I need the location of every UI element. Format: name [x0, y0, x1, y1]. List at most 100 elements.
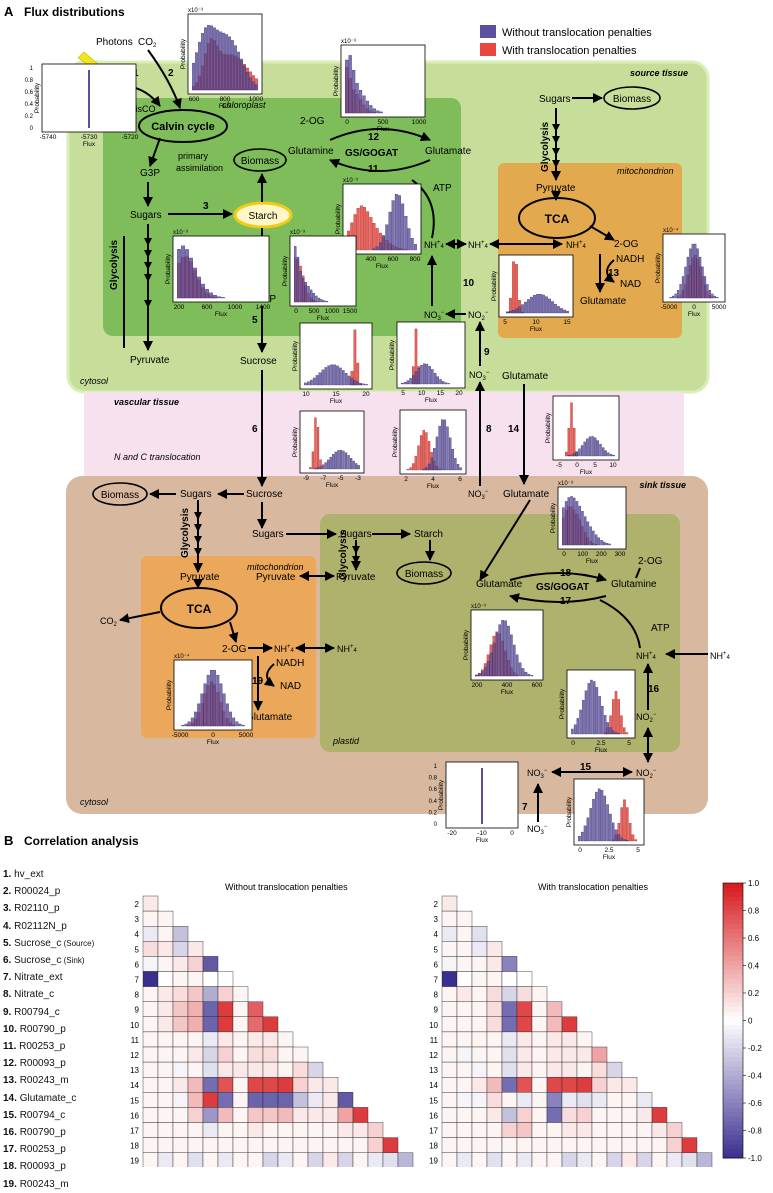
histogram-bar-without [243, 65, 246, 91]
histogram-bar-without [447, 383, 450, 385]
heatmap-cell [591, 1076, 608, 1093]
colorbar-segment [723, 1112, 743, 1118]
heatmap-cell [217, 1046, 234, 1063]
heatmap-cell [501, 986, 518, 1002]
histogram-bar-without [355, 463, 358, 470]
colorbar-segment [723, 905, 743, 911]
histogram-xtick: 1000 [412, 119, 427, 126]
heatmap-cell [232, 1107, 249, 1123]
histogram-bar-without [524, 671, 528, 677]
no2-plastid-label: NO2− [636, 712, 657, 724]
histogram-bar-without [605, 543, 609, 546]
histogram-ylabel: Probability [165, 253, 172, 284]
histogram-scale: x10⁻³ [173, 230, 188, 236]
colorbar-segment [723, 1029, 743, 1035]
sugars-plastid-label: Sugars [340, 529, 372, 540]
heatmap-cell [232, 1152, 249, 1168]
histogram-bar-without [372, 248, 376, 251]
heatmap-cell [277, 1137, 294, 1153]
glycolysis-plastid-label: Glycolysis [338, 530, 349, 580]
histogram-bar-without [583, 516, 587, 546]
heatmap-cell [606, 1092, 623, 1108]
heatmap-cell [561, 1016, 578, 1033]
heatmap-cell [501, 1061, 518, 1078]
colorbar-segment [723, 1080, 743, 1086]
heatmap-row-label: 8 [434, 991, 439, 1000]
heatmap-cell [217, 971, 234, 987]
heatmap-cell [561, 1031, 578, 1048]
heatmap-cell [621, 1137, 638, 1153]
plastid-label: plastid [332, 736, 360, 746]
histogram-bar-without [442, 381, 445, 385]
histogram-bar-without [566, 310, 569, 314]
histogram-bar-without [379, 111, 383, 114]
heatmap-cell [142, 1107, 159, 1123]
heatmap-cell [486, 1061, 503, 1078]
histogram-bar-without [512, 310, 515, 314]
histogram-xtick: 6 [458, 476, 462, 483]
histogram-ylabel: Probability [550, 502, 557, 533]
heatmap-cell [247, 1001, 264, 1018]
histogram-xtick: 15 [437, 390, 445, 397]
histogram-bar-without [708, 289, 712, 299]
heatmap-cell [561, 1107, 578, 1123]
histogram-bar-with [634, 839, 638, 842]
nadh-source-label: NADH [616, 254, 644, 265]
nh4-plastid-label: NH+4 [636, 651, 657, 661]
histogram-bar-without [581, 511, 584, 546]
histogram-xtick: 2.5 [604, 847, 613, 854]
heatmap-cell [262, 1061, 279, 1078]
heatmap-cell [307, 1152, 324, 1168]
heatmap-cell [172, 971, 189, 987]
histogram-frame [470, 609, 544, 681]
histogram-xtick: -5000 [172, 732, 189, 739]
heatmap-cell [337, 1137, 354, 1153]
colorbar-segment [723, 1107, 743, 1113]
heatmap-cell [501, 1001, 518, 1018]
heatmap-cell [591, 1122, 608, 1138]
histogram-xtick: 800 [410, 256, 421, 263]
correlation-heatmap-without: 2345678910111213141516171819123456789101… [130, 895, 414, 1180]
heatmap-cell [486, 986, 503, 1002]
heatmap-cell [531, 1001, 548, 1018]
histogram-xtick: 1500 [343, 308, 358, 315]
histogram-bar-without [409, 378, 412, 385]
colorbar-segment [723, 1043, 743, 1049]
histogram-frame [172, 235, 270, 303]
chloroplast-label: chloroplast [222, 100, 266, 110]
histogram-frame [662, 233, 726, 303]
pyruvate-plastid-label: Pyruvate [336, 572, 376, 583]
heatmap-cell [157, 1107, 174, 1123]
colorbar-segment [723, 1048, 743, 1054]
histogram-bar-without [197, 276, 201, 299]
heatmap-cell [247, 1031, 264, 1048]
sugars-chloroplast-label: Sugars [130, 210, 162, 221]
heatmap-cell [606, 1122, 623, 1138]
heatmap-cell [621, 1122, 638, 1138]
histogram-bar-with [356, 208, 360, 251]
heatmap-cell [262, 1031, 279, 1048]
histogram-bar-without [560, 308, 563, 314]
heatmap-cell [501, 971, 518, 987]
colorbar-segment [723, 1144, 743, 1150]
glycolysis-mito-source-label: Glycolysis [540, 122, 551, 172]
biomass-chloroplast-label: Biomass [241, 156, 279, 167]
sucrose-sink-label: Sucrose [246, 489, 283, 500]
heatmap-row-label: 17 [429, 1127, 438, 1136]
histogram-scale: x10⁻³ [471, 604, 486, 610]
histogram-xlabel: Flux [688, 311, 701, 318]
histogram-bar-without [564, 501, 568, 546]
histogram-bar-without [444, 382, 448, 385]
histogram-bar-without [359, 382, 363, 386]
heatmap-cell [292, 1122, 309, 1138]
heatmap-cell [322, 1076, 339, 1093]
heatmap-right-title: With translocation penalties [538, 882, 649, 892]
histogram-bar-without [478, 673, 481, 677]
histogram-bar-without [595, 687, 599, 735]
heatmap-cell [441, 1001, 458, 1018]
histogram-bar-without [614, 829, 618, 842]
gsgogat-source-label: GS/GOGAT [345, 148, 398, 159]
heatmap-cell [441, 1016, 458, 1033]
